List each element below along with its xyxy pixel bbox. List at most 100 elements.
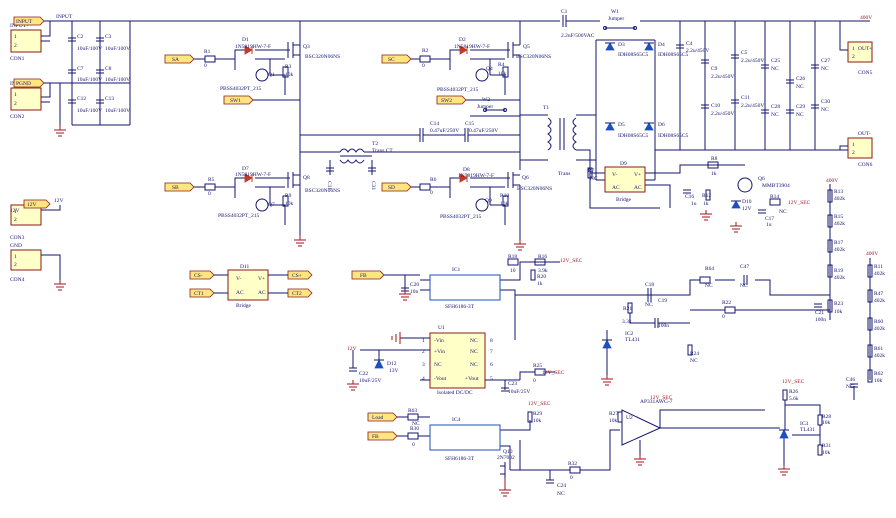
ct1-port[interactable] (189, 288, 215, 298)
con2-connector[interactable] (10, 87, 42, 111)
component-label: D12 (387, 361, 397, 367)
cs-neg-port[interactable] (189, 270, 215, 280)
component-label: C3 (105, 34, 112, 40)
component-label: NC (705, 283, 713, 289)
component-label: NC (434, 362, 442, 368)
cs-pos-port[interactable] (287, 270, 313, 280)
d9-bridge (604, 166, 646, 193)
component-label: 2.2u/450V (711, 111, 734, 117)
component-label: MMBT3904 (762, 183, 790, 189)
component-label: 10k (498, 71, 507, 77)
component-label: BSC320N06NS (516, 54, 551, 60)
component-label: 3.3k (622, 319, 632, 325)
ct-bridge: CS- CT1 CS+ CT2 V- V+ AC AC D11 Bridge (189, 264, 313, 309)
component-label: C8 (105, 66, 112, 72)
component-label: 2.2nF/500VAC (561, 33, 595, 39)
resonant-network: C14 0.47uF/250V C15 0.47uF/250V W2 Jumpe… (300, 97, 520, 190)
component-label: Jumper (608, 16, 624, 22)
component-label: 0 (412, 442, 415, 448)
component-label: 10uF/100V (77, 46, 102, 52)
component-label: BSC320N06NS (305, 54, 340, 60)
component-label: 1u (691, 201, 697, 207)
fb-port[interactable] (351, 270, 385, 280)
component-label: TL431 (625, 337, 640, 343)
component-label: R31 (822, 443, 831, 449)
component-label: R64 (705, 266, 714, 272)
con6-connector[interactable] (847, 137, 873, 159)
component-label: CT2 (292, 291, 302, 297)
component-label: 402k (874, 326, 885, 332)
component-label: 0 (208, 191, 211, 197)
component-label: 10k (285, 72, 294, 78)
load-port[interactable] (367, 412, 398, 422)
component-label: CS+ (292, 273, 302, 279)
component-label: 402k (834, 247, 845, 253)
component-label: SA (172, 57, 179, 63)
component-label: OUT- (858, 131, 871, 137)
component-label: 402k (834, 221, 845, 227)
component-label: R47 (874, 291, 883, 297)
sw2-port[interactable] (436, 95, 467, 105)
ct2-port[interactable] (287, 288, 313, 298)
sb-port[interactable] (164, 182, 195, 192)
component-label: NC (557, 491, 565, 497)
dcdc-module: U1 Isolated DC/DC -Vin +Vin NC -Vout NC … (347, 325, 565, 396)
component-label: 402k (834, 275, 845, 281)
component-label: CT1 (194, 291, 204, 297)
component-label: R26 (789, 389, 798, 395)
component-label: R6 (430, 177, 437, 183)
component-label: Jumper (477, 104, 493, 110)
component-label: 1N5819HW-7-F (235, 172, 271, 178)
component-label: V- (612, 172, 617, 178)
component-label: 5 (490, 376, 493, 382)
component-label: CS- (194, 273, 203, 279)
input-port[interactable] (13, 16, 45, 26)
component-label: 12V (742, 206, 752, 212)
sd-port[interactable] (381, 182, 412, 192)
component-label: C5 (741, 50, 748, 56)
sa-port[interactable] (164, 54, 195, 64)
component-label: SC (388, 57, 395, 63)
component-label: U2 (626, 415, 633, 421)
component-label: Isolated DC/DC (437, 390, 473, 396)
component-label: 2.2u/450V (686, 48, 709, 54)
component-label: 6 (490, 362, 493, 368)
component-label: Q4 (486, 66, 493, 72)
pgnd-port-label: PGND (16, 81, 31, 87)
v12-port[interactable] (23, 199, 51, 209)
component-label: NC (821, 107, 829, 113)
ic1-optocoupler (429, 274, 501, 301)
voltage-divider: 400V R13 402k R15 402k R17 402k R19 402k… (826, 178, 885, 400)
component-label: 0.47uF/250V (469, 128, 498, 134)
component-label: R2 (422, 48, 429, 54)
component-label: 0 (204, 63, 207, 69)
component-label: AC (258, 290, 266, 296)
component-label: R5 (208, 177, 215, 183)
component-label: -Vin (434, 338, 444, 344)
component-label: R8 (711, 156, 718, 162)
component-label: Q5 (523, 44, 530, 50)
con3-ref: CON3 (10, 235, 25, 241)
component-label: 10uF/100V (77, 77, 102, 83)
sw1-port[interactable] (223, 95, 254, 105)
con5-connector[interactable] (847, 41, 873, 63)
fb2-port[interactable] (367, 431, 398, 441)
component-label: 12V (54, 198, 64, 204)
component-label: R29 (533, 411, 542, 417)
ground-symbol (54, 125, 66, 137)
con4-connector[interactable] (10, 249, 42, 271)
component-label: SFH6186-3T (445, 456, 475, 462)
component-label: V+ (258, 276, 265, 282)
component-label: D4 (658, 42, 665, 48)
component-label: Bridge (616, 197, 632, 203)
sc-port[interactable] (381, 54, 412, 64)
component-label: 1 (14, 254, 17, 260)
component-label: AP331AWG-7 (640, 399, 673, 405)
component-label: 10uF/100V (105, 108, 130, 114)
component-label: NC (590, 176, 598, 182)
pin-2: 2 (14, 43, 17, 49)
pgnd-port[interactable] (13, 78, 45, 88)
component-label: 100n (658, 323, 669, 329)
con4-ref: CON4 (10, 277, 25, 283)
